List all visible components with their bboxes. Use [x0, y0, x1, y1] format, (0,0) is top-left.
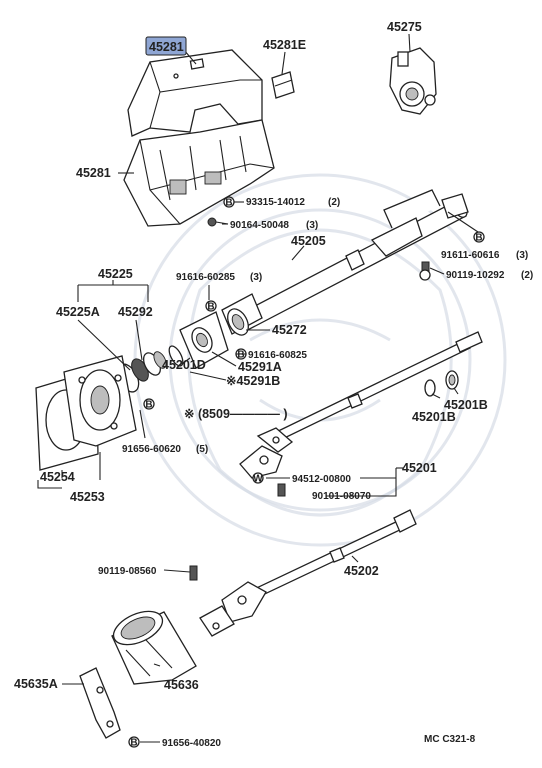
- label-90164-50048[interactable]: 90164-50048: [230, 220, 289, 231]
- bolt-91656-60620: B: [143, 398, 155, 411]
- label-8509-note: ※ (8509———— ): [184, 407, 288, 421]
- column-cover-lower: [123, 119, 275, 227]
- label-45281e[interactable]: 45281E: [263, 38, 306, 52]
- ring-45201d: [168, 345, 184, 367]
- label-91616-60825[interactable]: 91616-60825: [248, 350, 307, 361]
- label-45281[interactable]: 45281: [76, 166, 111, 180]
- leader-lines: [37, 33, 479, 743]
- label-45201d[interactable]: 45201D: [162, 358, 206, 372]
- label-45225a[interactable]: 45225A: [56, 305, 100, 319]
- label-94512-00800[interactable]: 94512-00800: [292, 474, 351, 485]
- svg-text:B: B: [225, 198, 232, 209]
- bracket-plate-45253: [63, 355, 137, 447]
- label-91656-60620-qty: (5): [196, 444, 208, 455]
- label-91611-qty: (3): [516, 250, 528, 261]
- svg-text:B: B: [237, 350, 244, 361]
- label-45292[interactable]: 45292: [118, 305, 153, 319]
- svg-text:B: B: [475, 233, 482, 244]
- label-91616-60285[interactable]: 91616-60285: [176, 272, 235, 283]
- label-45281-top[interactable]: 45281: [149, 40, 184, 54]
- main-shaft-45201: [239, 331, 483, 479]
- screw-90164: [207, 217, 229, 227]
- svg-text:B: B: [130, 738, 137, 749]
- label-45205[interactable]: 45205: [291, 234, 326, 248]
- bolt-91616-60285: B: [205, 300, 217, 313]
- label-45201b-right[interactable]: 45201B: [444, 398, 488, 412]
- label-45253[interactable]: 45253: [70, 490, 105, 504]
- label-45202[interactable]: 45202: [344, 564, 379, 578]
- cover-insert-45281e: [271, 71, 295, 99]
- label-45275[interactable]: 45275: [387, 20, 422, 34]
- svg-text:W: W: [253, 474, 263, 485]
- label-45254[interactable]: 45254: [40, 470, 75, 484]
- label-91611-60616[interactable]: 91611-60616: [441, 250, 500, 261]
- label-91656-60620[interactable]: 91656-60620: [122, 444, 181, 455]
- label-45291b[interactable]: ※45291B: [226, 374, 280, 388]
- screw-93315: B: [223, 196, 235, 209]
- bolt-90101: [277, 483, 286, 497]
- boot-45636: [111, 610, 197, 685]
- label-45201b-left[interactable]: 45201B: [412, 410, 456, 424]
- bolt-91616-60825: B: [235, 348, 247, 361]
- label-45225[interactable]: 45225: [98, 267, 133, 281]
- bolt-90119-08560: [189, 565, 198, 581]
- svg-text:B: B: [207, 302, 214, 313]
- label-45635a[interactable]: 45635A: [14, 677, 58, 691]
- reference-code: MC C321-8: [424, 734, 476, 745]
- bolt-91656-40820: B: [128, 736, 140, 749]
- bolt-90119-10292: [419, 261, 431, 281]
- collar-45272: [227, 308, 249, 336]
- bolt-91611: B: [473, 231, 485, 244]
- intermediate-shaft-45202: [199, 509, 417, 637]
- label-90119-08560[interactable]: 90119-08560: [98, 566, 157, 577]
- label-45201[interactable]: 45201: [402, 461, 437, 475]
- label-93315-14012[interactable]: 93315-14012: [246, 197, 305, 208]
- washer-94512: W: [252, 472, 264, 485]
- label-90101-08070[interactable]: 90101-08070: [312, 491, 371, 502]
- label-91616-60285-qty: (3): [250, 272, 262, 283]
- bracket-45635a: [79, 667, 121, 739]
- highlight-45281: [145, 36, 187, 56]
- label-45636[interactable]: 45636: [164, 678, 199, 692]
- label-45291a[interactable]: 45291A: [238, 360, 282, 374]
- lock-housing-45275: [389, 47, 437, 115]
- label-90119-10292-qty: (2): [521, 270, 533, 281]
- label-90119-10292[interactable]: 90119-10292: [446, 270, 505, 281]
- label-91656-40820[interactable]: 91656-40820: [162, 738, 221, 749]
- label-45272[interactable]: 45272: [272, 323, 307, 337]
- svg-text:B: B: [145, 400, 152, 411]
- label-90164-qty: (3): [306, 220, 318, 231]
- bushing-45201b: [424, 370, 459, 397]
- column-cover-upper: [127, 49, 263, 137]
- label-93315-qty: (2): [328, 197, 340, 208]
